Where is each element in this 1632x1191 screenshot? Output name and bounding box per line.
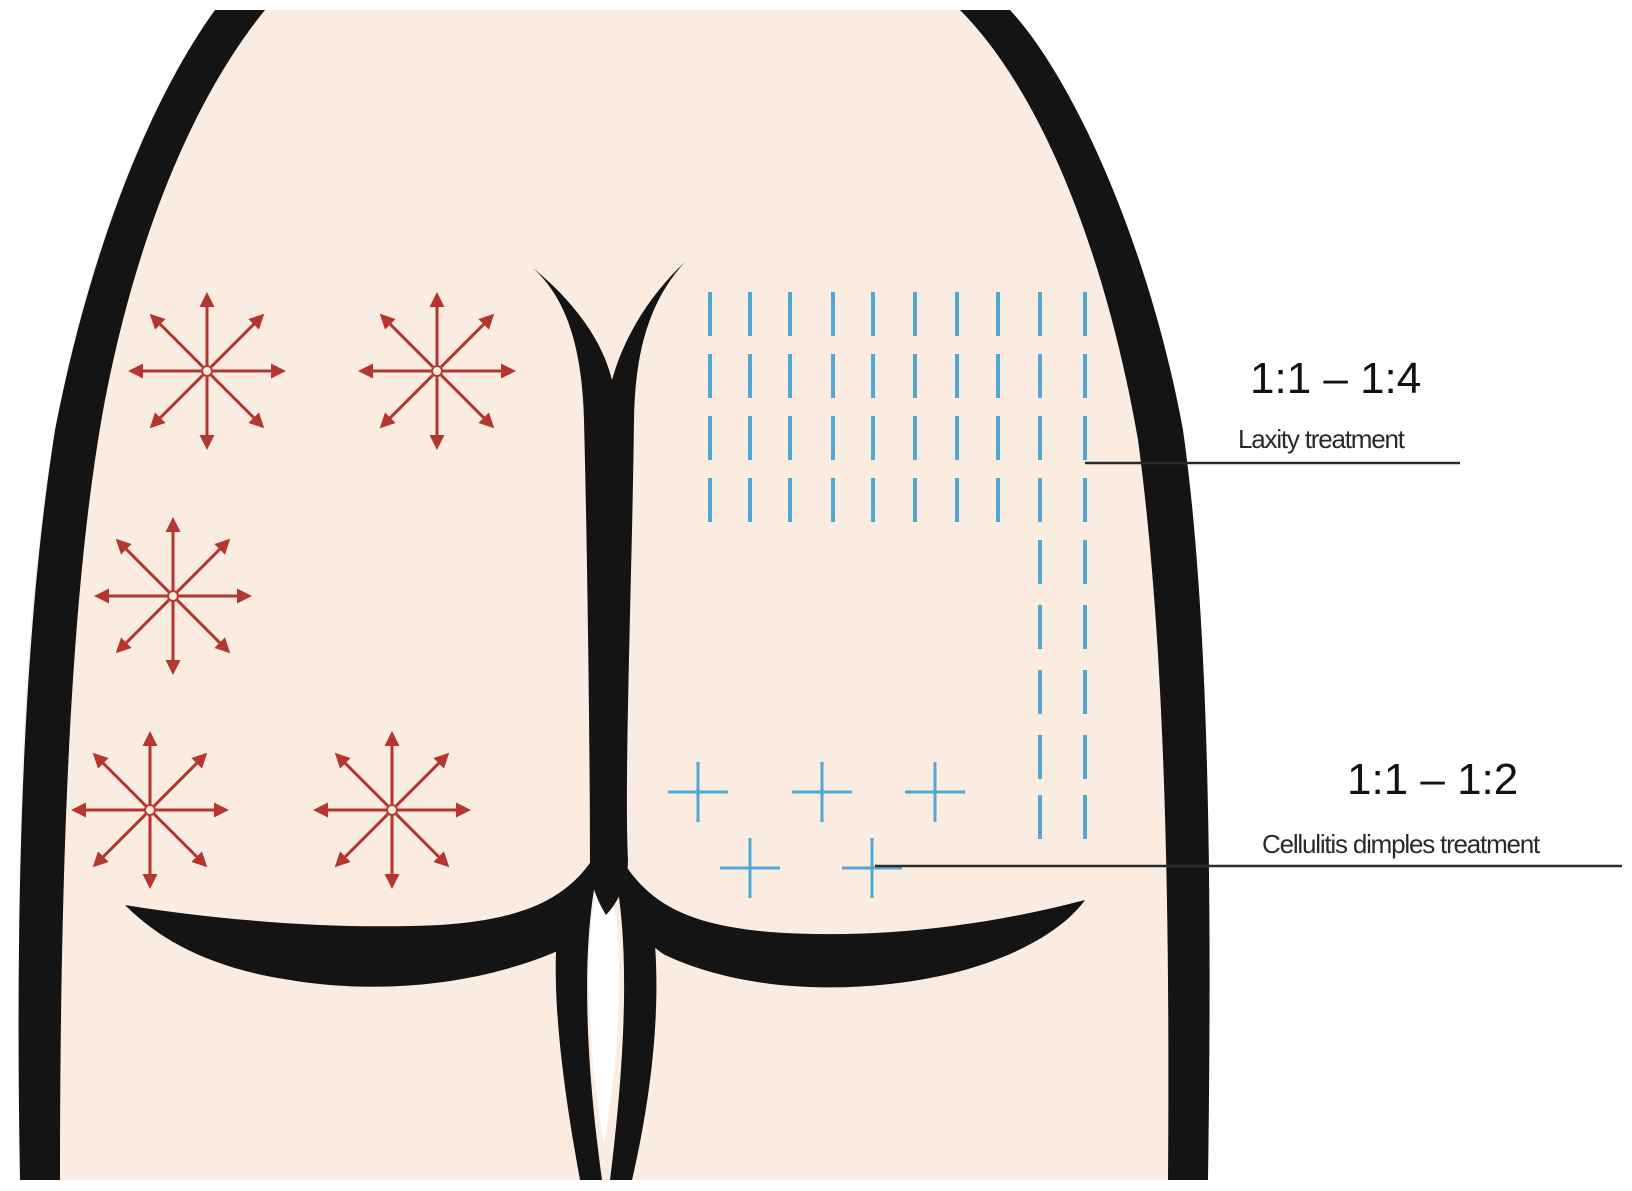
cellulitis-ratio: 1:1 – 1:2	[1347, 755, 1518, 804]
cellulitis-label: Cellulitis dimples treatment	[1262, 829, 1541, 859]
laxity-ratio: 1:1 – 1:4	[1250, 354, 1421, 403]
laxity-label: Laxity treatment	[1238, 424, 1406, 454]
